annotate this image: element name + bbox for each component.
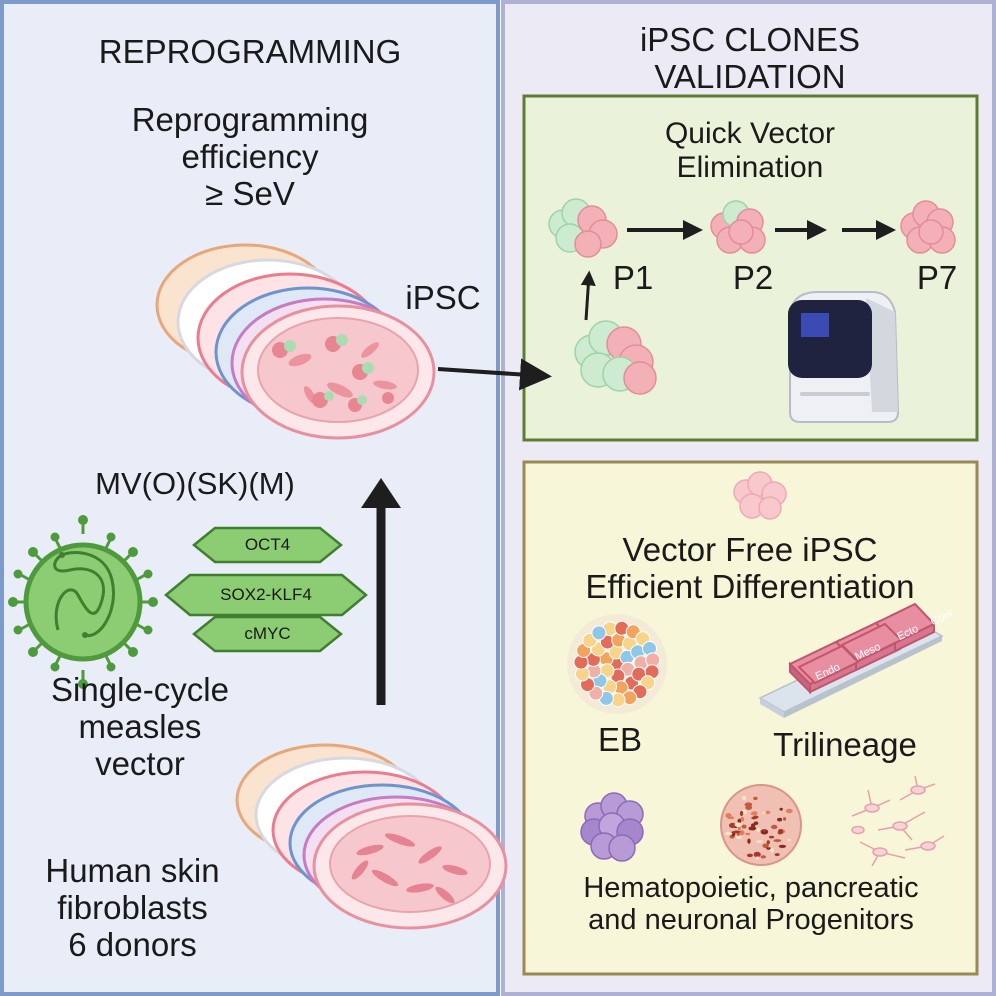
measles-virus-icon — [8, 515, 158, 689]
pancreatic-islet-icon — [720, 784, 802, 866]
cmyc-hexagon — [192, 615, 343, 653]
progenitors-caption: Hematopoietic, pancreatic and neuronal P… — [528, 872, 974, 937]
efficiency-line-3: ≥ SeV — [205, 174, 295, 212]
efficiency-heading: Reprogramming efficiency ≥ SeV — [60, 101, 440, 213]
embryoid-body-icon — [567, 614, 667, 714]
source-line-2: fibroblasts — [57, 888, 208, 926]
vector-desc-line-1: Single-cycle — [51, 671, 229, 708]
vector-free-colony-icon — [733, 471, 787, 520]
reprogramming-title: REPROGRAMMING — [98, 33, 402, 70]
source-line-1: Human skin — [45, 852, 220, 889]
differentiation-title-line-2: Efficient Differentiation — [585, 567, 915, 605]
eb-label: EB — [597, 721, 643, 758]
progenitors-line-2: and neuronal Progenitors — [588, 904, 914, 937]
elimination-title: Quick Vector Elimination — [530, 117, 970, 184]
validation-title-line-2: VALIDATION — [654, 57, 846, 95]
trilineage-slide-icon — [758, 602, 944, 718]
fibroblast-dish-stack — [235, 743, 508, 930]
progenitors-line-1: Hematopoietic, pancreatic — [583, 872, 919, 904]
efficiency-line-2: efficiency — [181, 137, 319, 175]
transfer-arrow — [437, 358, 552, 391]
sox2-klf4-hexagon — [164, 573, 368, 617]
colony-mixed-large-icon — [574, 320, 657, 395]
factor-oct4: OCT4 — [244, 535, 291, 554]
differentiation-title-line-1: Vector Free iPSC — [622, 531, 878, 568]
ipsc-dish-stack — [155, 243, 436, 440]
passage-p2: P2 — [732, 259, 774, 296]
elimination-title-line-1: Quick Vector — [664, 117, 836, 150]
factor-sox2-klf4: SOX2-KLF4 — [220, 585, 312, 604]
pcr-machine-icon — [788, 291, 900, 423]
vector-desc-line-3: vector — [95, 744, 185, 782]
factor-cmyc: cMYC — [244, 624, 291, 643]
differentiation-title: Vector Free iPSC Efficient Differentiati… — [530, 531, 970, 606]
validation-title-line-1: iPSC CLONES — [639, 21, 861, 58]
trilineage-label: Trilineage — [773, 726, 917, 763]
elimination-title-line-2: Elimination — [676, 150, 824, 184]
efficiency-line-1: Reprogramming — [131, 101, 369, 138]
oct4-hexagon — [192, 526, 343, 564]
colony-p1-icon — [548, 198, 618, 258]
colony-p7-icon — [900, 200, 956, 254]
upward-arrowhead — [361, 478, 401, 508]
passage-p7: P7 — [916, 259, 958, 296]
hematopoietic-cluster-icon — [580, 792, 644, 862]
vector-name: MV(O)(SK)(M) — [95, 466, 295, 501]
neuronal-cells-icon — [851, 775, 945, 867]
arrow-to-p1 — [580, 270, 596, 321]
source-line-3: 6 donors — [68, 925, 197, 963]
cell-source: Human skin fibroblasts 6 donors — [10, 852, 255, 964]
ipsc-label: iPSC — [405, 279, 481, 316]
colony-p2-icon — [710, 200, 766, 254]
vector-description: Single-cycle measles vector — [10, 671, 270, 783]
validation-title: iPSC CLONES VALIDATION — [520, 21, 980, 96]
vector-desc-line-2: measles — [78, 707, 202, 745]
passage-p1: P1 — [612, 259, 654, 296]
differentiation-box — [522, 460, 979, 976]
